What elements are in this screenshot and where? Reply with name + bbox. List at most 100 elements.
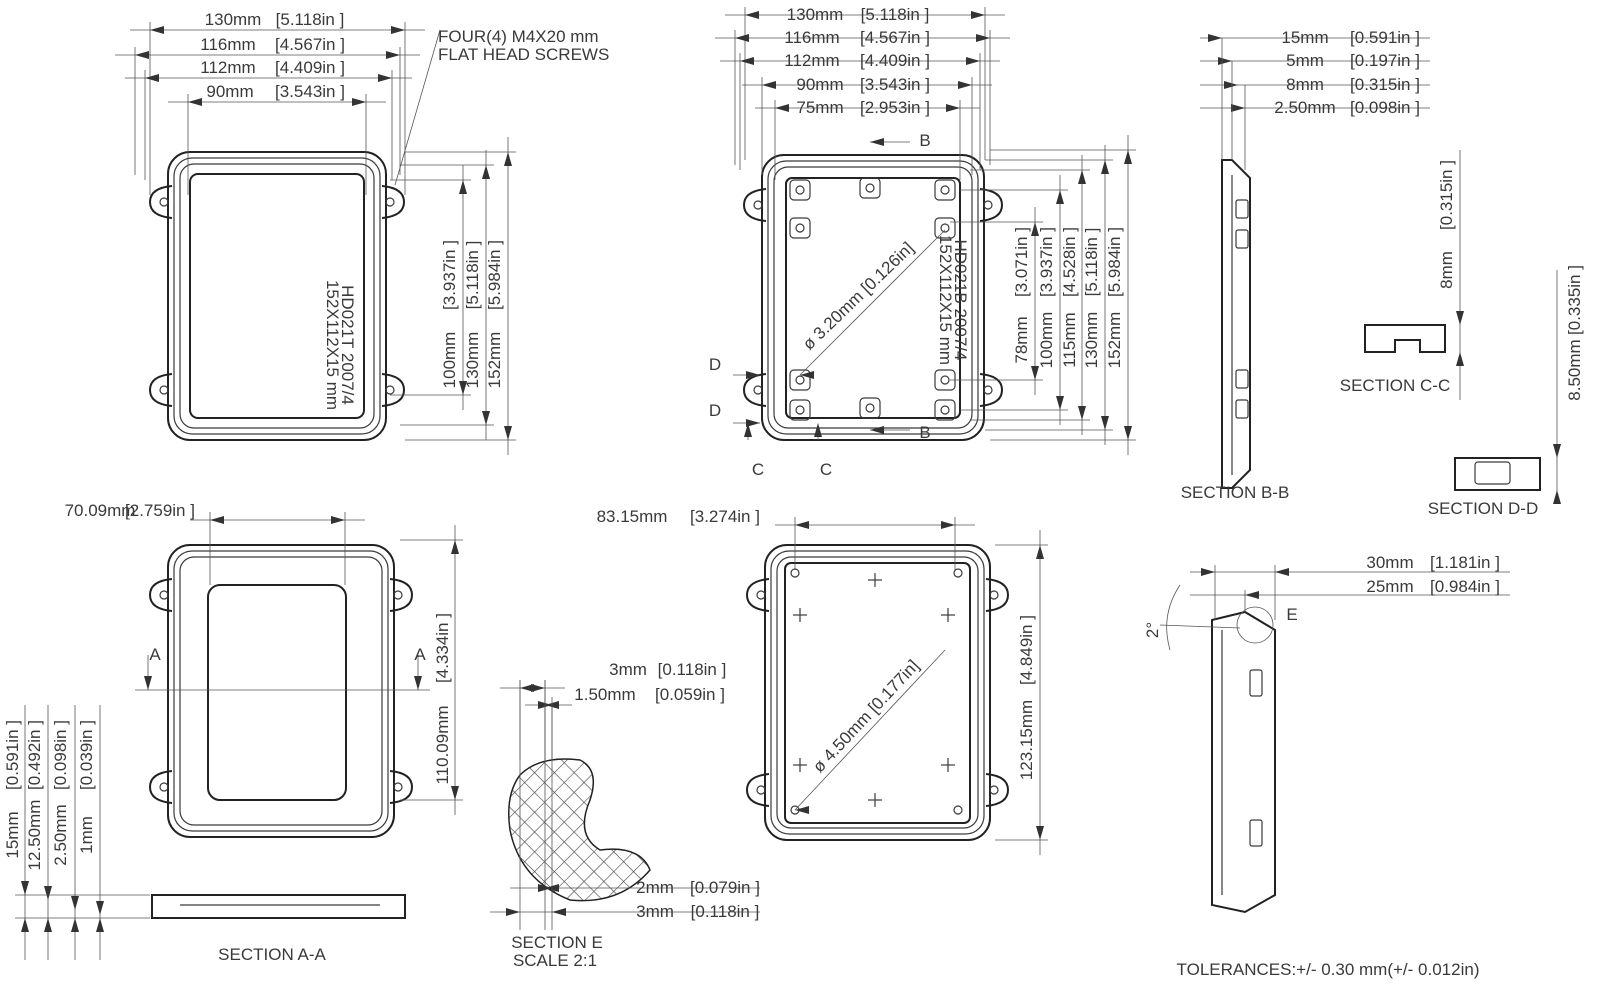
- dimension-arrow: [775, 104, 789, 112]
- dimension-arrow: [946, 104, 960, 112]
- top-left-body-outline: [167, 151, 387, 441]
- screw-hole-icon: [393, 590, 403, 600]
- dimension-arrow: [870, 138, 884, 146]
- dimension-arrow: [746, 419, 760, 427]
- top-center-view-part-code: HD021B 2007/4: [951, 240, 970, 361]
- side-view-rib: [1249, 819, 1263, 847]
- dimension-arrow: [71, 896, 79, 910]
- dimension-arrow: [520, 684, 534, 692]
- top-center-view-horizontal-dims-4-mm: 75mm: [796, 98, 843, 117]
- section-bb-dims-2-mm: 8mm: [1286, 75, 1324, 94]
- boss-hole-icon: [795, 223, 805, 233]
- bottom-left-view-height-dim-in: [4.334in ]: [433, 613, 452, 683]
- boss-hole-icon: [865, 183, 875, 193]
- dimension-arrow: [188, 98, 202, 106]
- section-aa-dims-0-in: [0.591in ]: [3, 720, 22, 790]
- mounting-ear: [745, 773, 770, 807]
- bottom-center-body-rim: [770, 550, 985, 835]
- dimension-arrow: [459, 381, 467, 395]
- note-leader-line: [394, 29, 441, 186]
- mounting-ear: [389, 578, 414, 612]
- top-left-view-vertical-dims-1-in: [5.118in ]: [463, 241, 482, 310]
- screw-hole-icon: [159, 782, 169, 792]
- mounting-ear: [985, 773, 1010, 807]
- top-center-view-vertical-dims-3-in: [5.118in ]: [1082, 228, 1101, 297]
- mounting-ear: [742, 188, 767, 222]
- dimension-arrow: [96, 918, 104, 932]
- bottom-center-body-rim-inner: [776, 556, 979, 829]
- top-left-view-vertical-dims-1-mm: 130mm: [463, 332, 482, 389]
- top-center-view-section-markers-d: D: [709, 401, 721, 420]
- section-bb-label: SECTION B-B: [1181, 483, 1290, 502]
- top-left-view-horizontal-dims-1-mm: 116mm: [200, 35, 255, 54]
- side-view-dims-1-in: [0.984in ]: [1430, 577, 1500, 596]
- dimension-arrow: [482, 411, 490, 425]
- top-center-view-vertical-dims-4-in: [5.984in ]: [1105, 227, 1124, 297]
- bottom-left-view-width-dim-mm: 70.09mm: [65, 501, 136, 520]
- boss: [934, 217, 956, 239]
- dimension-arrow: [482, 165, 490, 179]
- dimension-arrow: [391, 26, 405, 34]
- dimension-arrow: [1218, 57, 1232, 65]
- top-left-view-horizontal-dims-2-in: [4.409in ]: [275, 58, 345, 77]
- top-center-view-horizontal-dims-4-in: [2.953in ]: [860, 98, 930, 117]
- screw-hole-icon: [989, 785, 999, 795]
- section-aa-label: SECTION A-A: [218, 945, 326, 964]
- section-dd-slot: [1474, 461, 1511, 485]
- screw-hole-icon: [989, 590, 999, 600]
- mounting-ear: [381, 373, 406, 407]
- top-center-view-vertical-dims-2-in: [4.528in ]: [1060, 227, 1079, 297]
- section-e-hatch: [508, 758, 651, 902]
- dimension-arrow: [744, 423, 752, 437]
- section-e-dims-3-in: [0.118in ]: [691, 902, 760, 921]
- section-aa-dims-2-in: [0.098in ]: [51, 720, 70, 790]
- top-left-view-horizontal-dims-0-mm: 130mm: [205, 10, 262, 29]
- section-bb-dims-2-in: [0.315in ]: [1350, 75, 1420, 94]
- dimension-arrow: [1245, 591, 1259, 599]
- section-aa-dims-0-mm: 15mm: [3, 811, 22, 858]
- top-left-view-horizontal-dims-1-in: [4.567in ]: [275, 35, 345, 54]
- top-left-view-vertical-dims-2-mm: 152mm: [485, 332, 504, 389]
- dimension-arrow: [1456, 352, 1464, 366]
- dimension-arrow: [966, 57, 980, 65]
- section-aa-dims-1-mm: 12.50mm: [25, 800, 44, 871]
- bottom-center-view-diameter: ø 4.50mm [0.177in]: [809, 656, 923, 776]
- boss: [789, 399, 811, 421]
- top-center-view-horizontal-dims-3-mm: 90mm: [796, 75, 843, 94]
- tolerances: TOLERANCES:+/- 0.30 mm(+/- 0.012in): [1177, 960, 1480, 979]
- dimension-arrow: [1231, 104, 1245, 112]
- dimension-arrow: [145, 74, 159, 82]
- top-center-view-horizontal-dims-1-in: [4.567in ]: [860, 28, 930, 47]
- section-bb-rib: [1235, 229, 1249, 249]
- section-dd-profile: [1454, 457, 1541, 491]
- dimension-arrow: [1101, 416, 1109, 430]
- dimension-arrow: [1056, 396, 1064, 410]
- section-dd-dim-mm: 8.50mm: [1565, 339, 1584, 400]
- top-left-view-vertical-dims-0-mm: 100mm: [440, 332, 459, 389]
- dimension-arrow: [1031, 366, 1039, 380]
- dimension-arrow: [814, 423, 822, 437]
- section-cc-profile: [1364, 324, 1446, 353]
- dimension-arrow: [745, 11, 759, 19]
- dimension-arrow: [746, 371, 760, 379]
- mounting-ear: [979, 188, 1004, 222]
- dimension-arrow: [1101, 160, 1109, 174]
- bottom-left-body-rim: [173, 550, 389, 832]
- dimension-arrow: [941, 521, 955, 529]
- top-center-body-outline: [761, 154, 985, 441]
- screw-hole-icon: [756, 785, 766, 795]
- dimension-arrow: [1078, 406, 1086, 420]
- screw-hole-icon: [753, 200, 763, 210]
- dimension-arrow: [1124, 150, 1132, 164]
- section-cc-dim-in: [0.315in ]: [1437, 160, 1456, 230]
- top-left-view-part-code: HD021T 2007/4: [338, 285, 357, 405]
- top-center-cavity: [785, 177, 961, 419]
- boss-hole-icon: [795, 185, 805, 195]
- dimension-arrow: [144, 676, 152, 690]
- section-e-dims-2-in: [0.079in ]: [690, 878, 760, 897]
- dimension-arrow: [1553, 444, 1561, 458]
- bottom-left-view-section-marker: A: [149, 645, 161, 664]
- dimension-arrow: [976, 34, 990, 42]
- bottom-center-view-height-dim-in: [4.849in ]: [1017, 615, 1036, 685]
- mounting-ear: [148, 578, 173, 612]
